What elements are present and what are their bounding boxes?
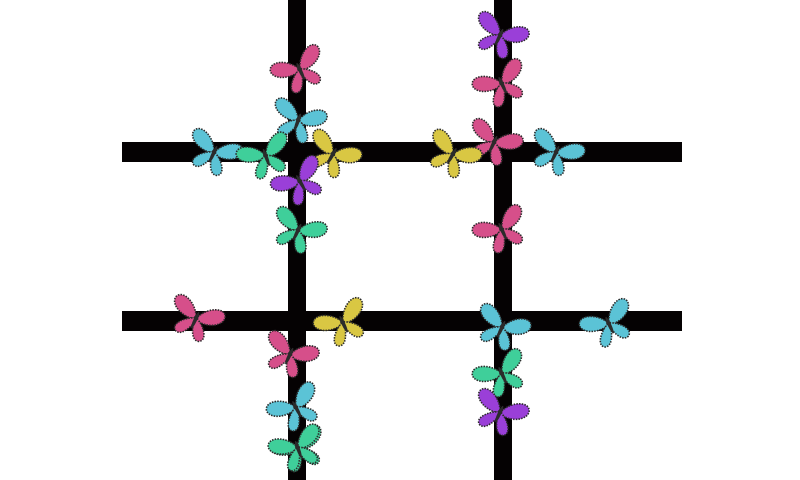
butterfly-teal-icon[interactable]	[263, 202, 330, 261]
butterfly-pink-icon[interactable]	[255, 326, 322, 385]
butterfly-yellow-icon[interactable]	[418, 124, 486, 186]
butterfly-purple-icon[interactable]	[465, 7, 532, 66]
butterfly-pink-icon[interactable]	[161, 290, 228, 349]
butterfly-layer	[161, 7, 642, 478]
butterfly-yellow-icon[interactable]	[298, 124, 366, 186]
butterfly-teal-icon[interactable]	[468, 345, 535, 405]
butterfly-yellow-icon[interactable]	[309, 294, 376, 354]
butterfly-teal-icon[interactable]	[265, 421, 330, 477]
grid-line-horizontal-bottom	[122, 311, 682, 331]
butterfly-cyan-icon[interactable]	[262, 378, 330, 439]
butterfly-teal-icon[interactable]	[233, 129, 298, 185]
butterfly-purple-icon[interactable]	[266, 152, 334, 214]
butterfly-pink-icon[interactable]	[468, 201, 535, 261]
butterfly-cyan-icon[interactable]	[575, 295, 642, 355]
butterfly-cyan-icon[interactable]	[521, 124, 588, 183]
butterfly-cyan-icon[interactable]	[467, 299, 534, 358]
butterfly-cyan-icon[interactable]	[264, 93, 330, 150]
butterfly-pink-icon[interactable]	[459, 114, 526, 173]
butterfly-purple-icon[interactable]	[465, 384, 532, 443]
butterfly-pink-icon[interactable]	[468, 55, 535, 115]
butterfly-pink-icon[interactable]	[266, 41, 333, 101]
butterfly-cyan-icon[interactable]	[179, 124, 246, 183]
